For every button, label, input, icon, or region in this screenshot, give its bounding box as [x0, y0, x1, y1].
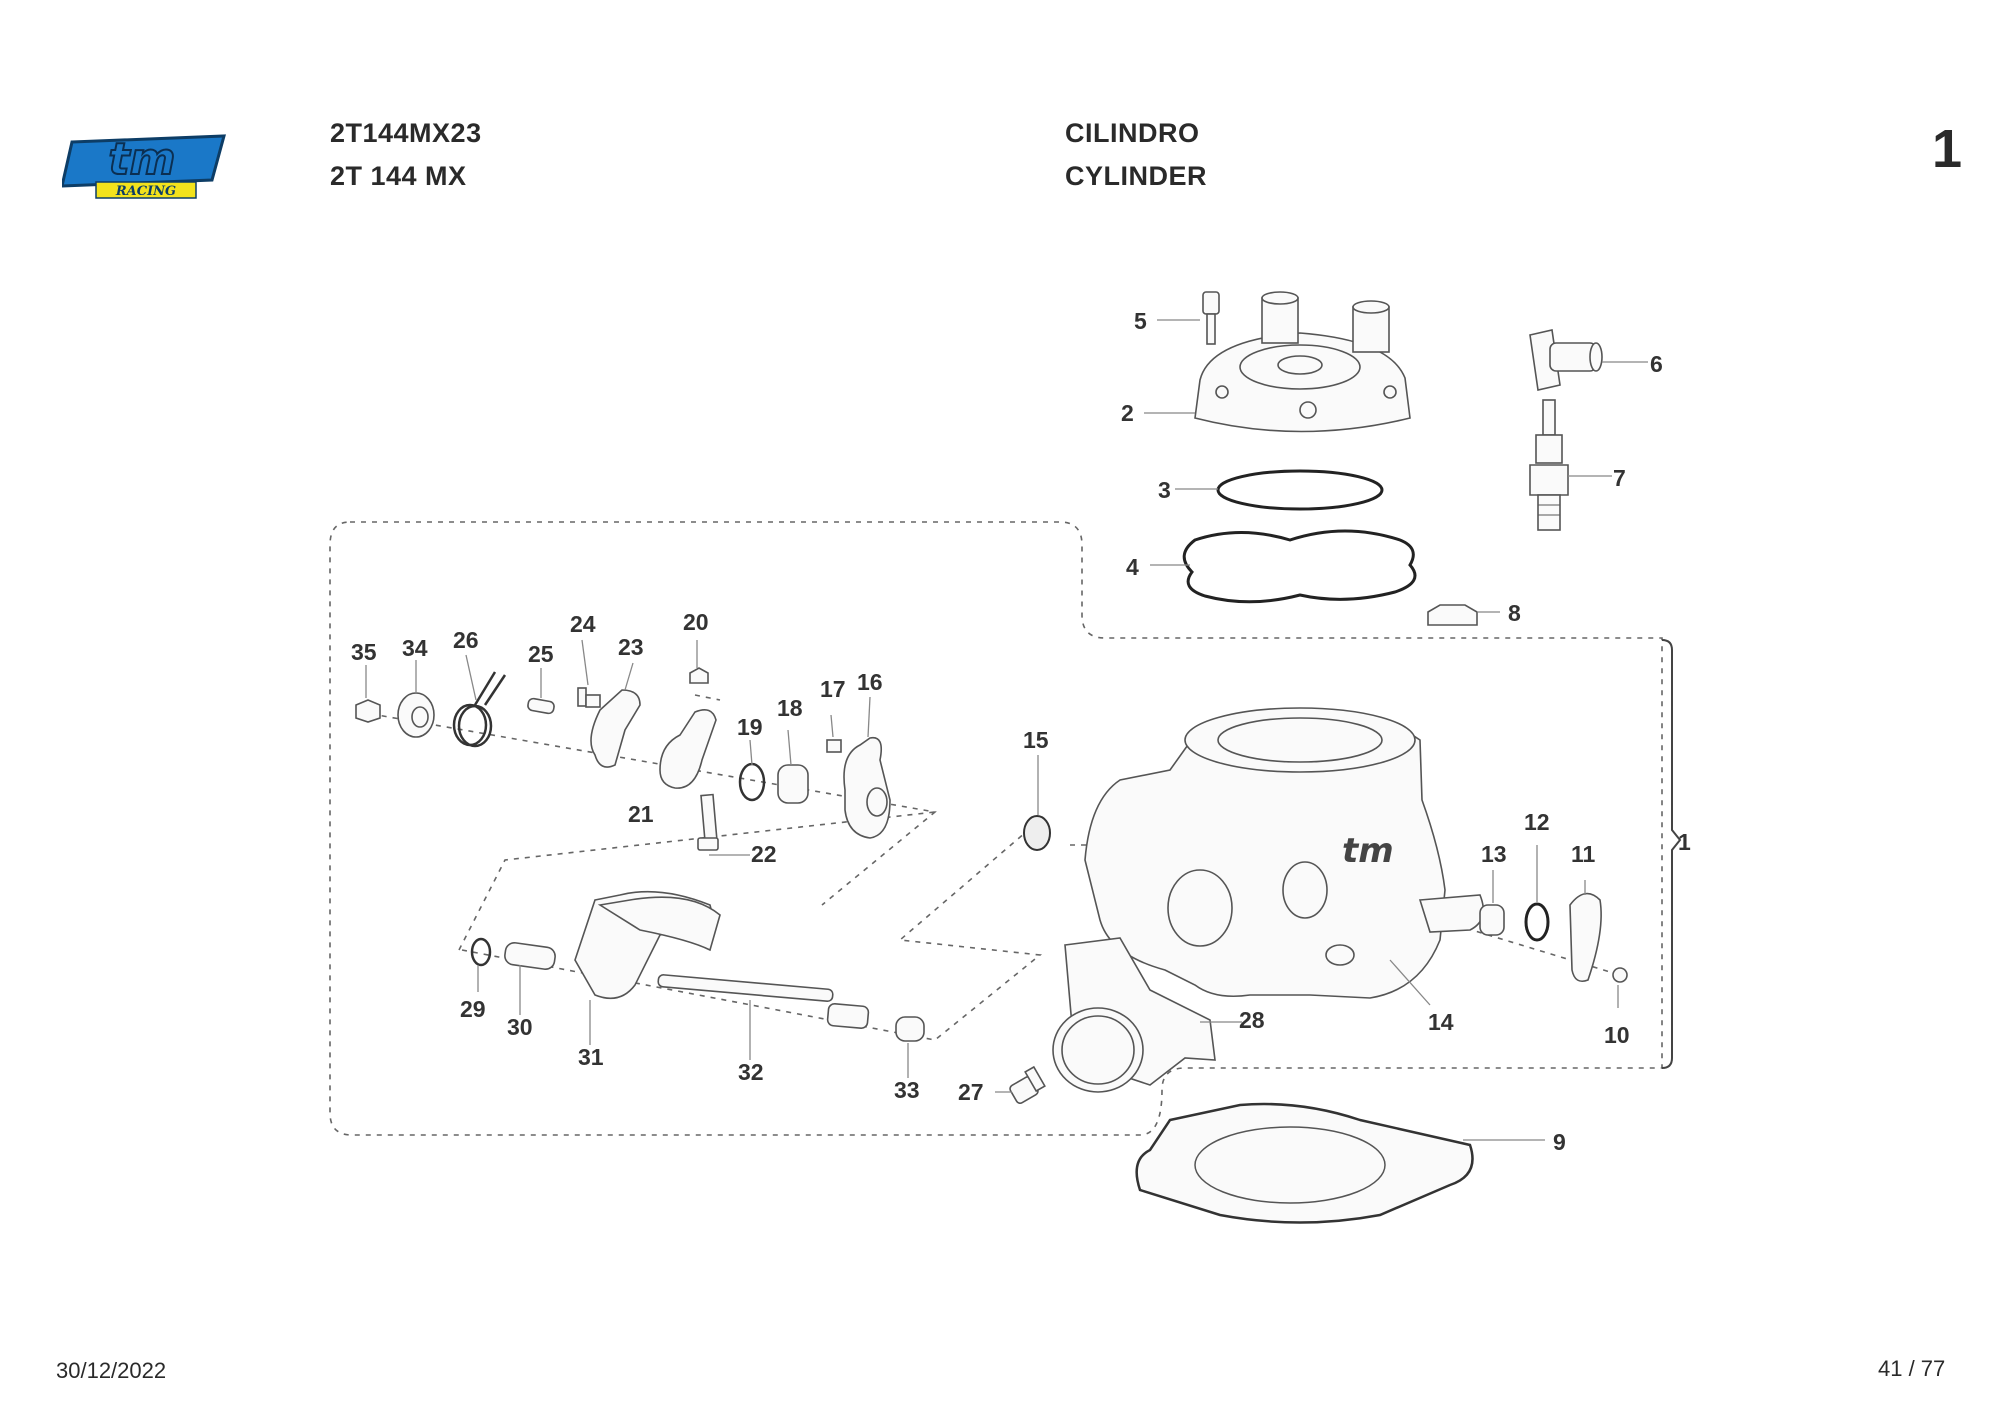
callout-27: 27	[958, 1079, 984, 1105]
base-gasket	[1135, 1102, 1474, 1224]
valve-housing-16-bore	[866, 787, 888, 817]
callout-25: 25	[528, 641, 554, 667]
nut-20	[689, 667, 709, 684]
callout-3: 3	[1158, 477, 1171, 503]
flange-nut	[1427, 604, 1478, 626]
cylinder-body: tm	[1084, 707, 1485, 999]
callout-16: 16	[857, 669, 883, 695]
cylinder-head	[1194, 291, 1411, 433]
callout-20: 20	[683, 609, 709, 635]
callout-labels: 1 2 3 4 5 6 7 8 9 10 11 12 13 14 15 16 1…	[351, 308, 1691, 1155]
callout-19: 19	[737, 714, 763, 740]
manifold-bolt	[1009, 1065, 1046, 1104]
circlip-19	[738, 762, 766, 802]
callout-32: 32	[738, 1059, 764, 1085]
axis-upper	[359, 694, 937, 906]
screw-24	[577, 687, 601, 708]
valve-housing-16	[843, 736, 891, 839]
callout-23: 23	[618, 634, 644, 660]
callout-2: 2	[1121, 400, 1134, 426]
footer-page-number: 41 / 77	[1878, 1356, 1946, 1381]
callout-11: 11	[1571, 841, 1596, 867]
callout-8: 8	[1508, 600, 1521, 626]
callout-24: 24	[570, 611, 596, 637]
screw-17	[826, 739, 842, 753]
bushing-30	[504, 941, 556, 971]
callout-28: 28	[1239, 1007, 1265, 1033]
base-gasket-bore	[1194, 1126, 1386, 1204]
circlip-29	[470, 937, 492, 967]
svg-text:tm: tm	[109, 134, 176, 185]
bushing-33	[895, 1016, 925, 1042]
lever-21	[659, 709, 717, 789]
callout-31: 31	[578, 1044, 604, 1070]
head-gasket	[1182, 529, 1417, 604]
assembly-bracket	[1661, 639, 1682, 1069]
o-ring-12	[1524, 902, 1550, 942]
bearing-18	[777, 764, 809, 804]
callout-17: 17	[820, 676, 846, 702]
svg-text:RACING: RACING	[115, 184, 176, 199]
washer-34-inner	[411, 706, 429, 728]
washer-10	[1612, 967, 1628, 983]
pin-25	[527, 697, 555, 715]
callout-35: 35	[351, 639, 377, 665]
callout-4: 4	[1126, 554, 1139, 580]
callout-12: 12	[1524, 809, 1550, 835]
callout-34: 34	[402, 635, 428, 661]
valve-cover-11	[1569, 892, 1602, 983]
callout-6: 6	[1650, 351, 1663, 377]
title-italian: CILINDRO	[1065, 118, 1200, 148]
page-group-number: 1	[1932, 119, 1963, 179]
callout-5: 5	[1134, 308, 1147, 334]
callout-22: 22	[751, 841, 777, 867]
callout-7: 7	[1613, 465, 1626, 491]
tm-racing-logo-icon: tm RACING	[60, 133, 226, 199]
cylinder-tm-logo-icon: tm	[1342, 831, 1394, 871]
leader-lines	[365, 319, 1648, 1141]
callout-13: 13	[1481, 841, 1507, 867]
bolt-22	[697, 793, 719, 851]
shaft-32	[657, 974, 870, 1030]
callout-21: 21	[628, 801, 654, 827]
shaft-seal-15	[1023, 815, 1051, 851]
model-name: 2T 144 MX	[330, 161, 467, 191]
bushing-13	[1479, 904, 1505, 936]
callout-15: 15	[1023, 727, 1049, 753]
lever-23	[590, 689, 641, 768]
callout-18: 18	[777, 695, 803, 721]
spark-plug-cap	[1529, 329, 1603, 391]
spring-26	[452, 671, 507, 748]
title-english: CYLINDER	[1065, 161, 1208, 191]
flap-31-plate	[597, 896, 721, 952]
callout-26: 26	[453, 627, 479, 653]
nut-35	[355, 699, 381, 723]
model-code: 2T144MX23	[330, 118, 482, 148]
callout-10: 10	[1604, 1022, 1630, 1048]
spark-plug	[1529, 399, 1569, 531]
callout-14: 14	[1428, 1009, 1454, 1035]
head-o-ring	[1216, 469, 1384, 511]
footer-date: 30/12/2022	[56, 1358, 167, 1383]
brand-logo: tm RACING	[60, 128, 232, 202]
callout-30: 30	[507, 1014, 533, 1040]
callout-1: 1	[1678, 829, 1691, 855]
intake-manifold	[1052, 937, 1216, 1093]
callout-9: 9	[1553, 1129, 1566, 1155]
axis-lower	[458, 811, 1043, 1041]
callout-29: 29	[460, 996, 486, 1022]
callout-33: 33	[894, 1077, 920, 1103]
head-bolt	[1202, 291, 1220, 345]
